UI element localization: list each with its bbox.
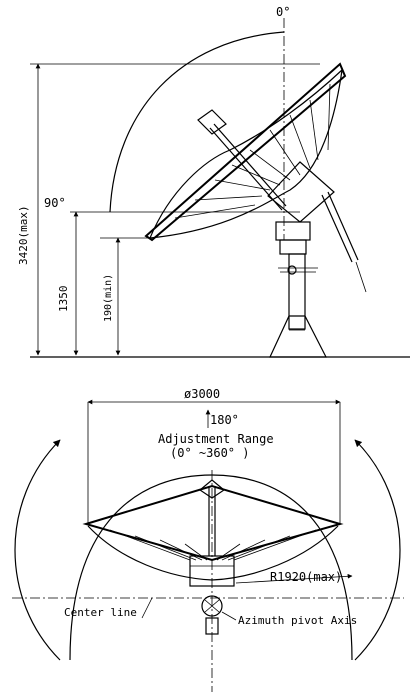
center-line-label: Center line [64,606,137,619]
pedestal [288,253,306,330]
pivot-cap [275,221,311,241]
rotation-arc-right [354,439,401,661]
dish-rim [144,62,347,242]
jack-rod [355,261,367,293]
dish-ribs-top [109,529,317,561]
side-view: 0° 90° 3420(max) 1350 190(min) [17,5,410,358]
mount-box-top [189,555,235,587]
angle-180-label: 180° [210,413,239,427]
height-max-label: 3420(max) [17,205,30,265]
elevation-jack-2 [327,191,359,261]
dish-rim-top [82,484,344,562]
azimuth-pivot [201,595,223,617]
azimuth-leader [221,611,237,621]
top-view: ø3000 180° Adjustment Range (0° ~360° ) … [12,387,404,692]
pivot-neck [279,239,307,255]
feed-horn [197,109,227,135]
dish-ribs [174,83,331,219]
height-min-label: 190(min) [103,274,114,322]
radius-label: R1920(max) [270,570,342,584]
dish-bowl [87,525,339,581]
center-line-leader [141,597,153,619]
dish-back [149,69,343,239]
adjustment-range-value: (0° ~360° ) [170,446,249,460]
feed-arm-2 [213,123,287,207]
diameter-label: ø3000 [184,387,220,401]
radius-leader [235,573,353,584]
angle-zero-label: 0° [276,5,290,19]
pivot-post [205,617,219,635]
azimuth-axis-label: Azimuth pivot Axis [238,614,357,627]
adjustment-range-title: Adjustment Range [158,432,274,446]
azimuth-handwheel [287,265,297,275]
feed-horn-top [198,479,226,499]
angle-ninety-label: 90° [44,196,66,210]
rotation-arc-left [14,439,61,661]
elevation-arc [109,31,285,213]
feed-arm [209,127,283,211]
height-pivot-label: 1350 [57,286,70,313]
pedestal-base [269,315,327,358]
radius-arc [69,474,353,661]
mount-box [267,161,335,223]
elevation-jack [321,194,353,263]
